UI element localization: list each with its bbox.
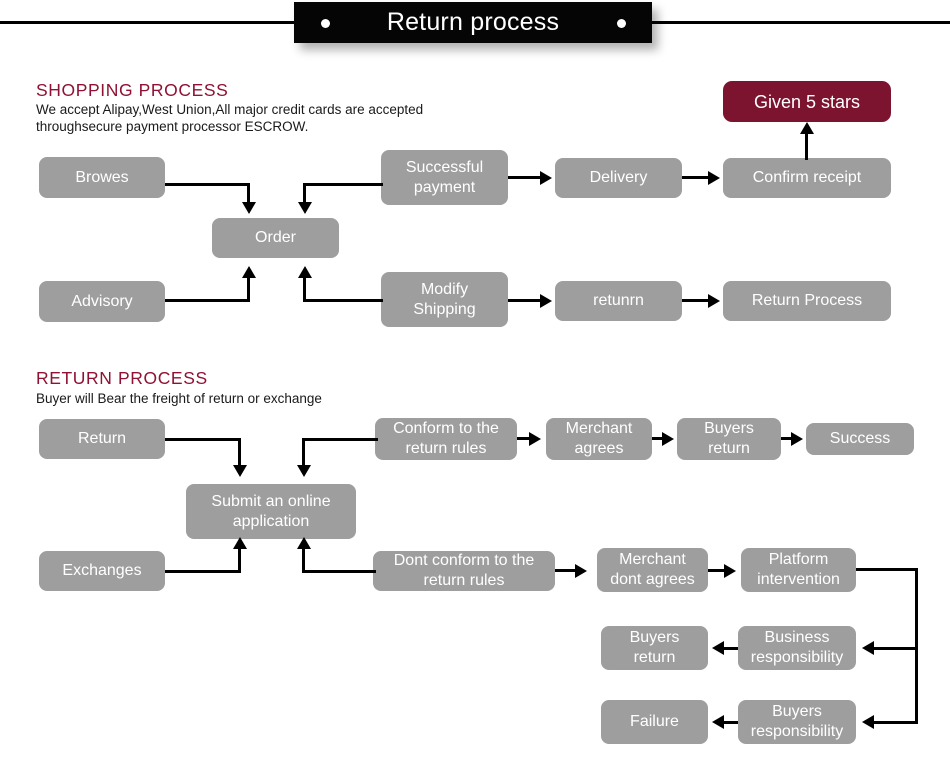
arrowhead-up-modify-to-order [298,266,312,278]
arrowhead-down-payment-to-order [298,202,312,214]
connector-merchant-to-platform [708,569,727,572]
arrowhead-right-retunrn-to-return-process [708,294,720,308]
node-success[interactable]: Success [806,423,914,455]
connector-conform-v [302,438,305,468]
arrowhead-left-bus-to-business [862,641,874,655]
node-advisory[interactable]: Advisory [39,281,165,322]
connector-return-h [165,438,241,441]
arrowhead-left-buyersresp-to-failure [712,715,724,729]
node-modify-shipping[interactable]: Modify Shipping [381,272,508,327]
connector-conform-to-merchant [517,437,532,440]
connector-payment-v [303,183,306,205]
shopping-process-heading: SHOPPING PROCESS [36,80,229,100]
node-confirm-receipt[interactable]: Confirm receipt [723,158,891,198]
node-return-process[interactable]: Return Process [723,281,891,321]
arrowhead-up-dontconform-to-submit [297,537,311,549]
arrowhead-right-modify-to-retunrn [540,294,552,308]
connector-return-v [238,438,241,468]
node-successful-payment[interactable]: Successful payment [381,150,508,205]
connector-exchanges-h [165,570,241,573]
connector-delivery-to-confirm [682,176,711,179]
arrowhead-right-payment-to-delivery [540,171,552,185]
connector-confirm-to-stars [805,128,808,160]
connector-platform-bus-h [856,568,918,571]
connector-modify-h [303,299,383,302]
connector-buyers-to-success [781,437,794,440]
arrowhead-down-conform-to-submit [297,465,311,477]
node-retunrn[interactable]: retunrn [555,281,682,321]
arrowhead-up-confirm-to-stars [800,122,814,134]
connector-dontconform-v [302,548,305,573]
page-title: Return process [386,8,560,36]
node-dont-conform-to-return-rules[interactable]: Dont conform to the return rules [373,551,555,591]
node-submit-online-application[interactable]: Submit an online application [186,484,356,539]
arrowhead-right-merchant-to-buyers [662,432,674,446]
node-exchanges[interactable]: Exchanges [39,551,165,591]
arrowhead-right-dontconform-to-merchant [575,564,587,578]
node-business-responsibility[interactable]: Business responsibility [738,626,856,670]
connector-platform-bus-v [915,568,918,721]
connector-advisory-h [165,299,250,302]
arrowhead-up-advisory-to-order [242,266,256,278]
arrowhead-left-bus-to-buyersresp [862,715,874,729]
node-platform-intervention[interactable]: Platform intervention [741,548,856,592]
connector-modify-to-retunrn [508,299,543,302]
connector-bus-to-buyersresp-h [872,721,918,724]
connector-payment-to-delivery [508,176,543,179]
arrowhead-up-exchanges-to-submit [233,537,247,549]
connector-modify-v [303,277,306,302]
node-merchant-agrees[interactable]: Merchant agrees [546,418,652,460]
shopping-process-subtitle: We accept Alipay,West Union,All major cr… [36,102,424,134]
return-process-subtitle: Buyer will Bear the freight of return or… [36,391,322,406]
connector-merchant-to-buyers [652,437,665,440]
node-buyers-responsibility[interactable]: Buyers responsibility [738,700,856,744]
connector-retunrn-to-return-process [682,299,711,302]
node-merchant-dont-agrees[interactable]: Merchant dont agrees [597,548,708,592]
arrowhead-right-conform-to-merchant [529,432,541,446]
connector-payment-h [303,183,383,186]
header-banner: Return process [294,2,652,43]
connector-browes-v [247,183,250,205]
connector-dontconform-h [302,570,376,573]
node-buyers-return-top[interactable]: Buyers return [677,418,781,460]
arrowhead-right-delivery-to-confirm [708,171,720,185]
node-order[interactable]: Order [212,218,339,258]
arrowhead-left-business-to-buyersreturn [712,641,724,655]
connector-browes-h [165,183,250,186]
bullet-dot-left-icon [321,19,330,28]
bullet-dot-right-icon [617,19,626,28]
node-failure[interactable]: Failure [601,700,708,744]
connector-dontconform-to-merchant [555,569,578,572]
arrowhead-down-browes-to-order [242,202,256,214]
arrowhead-right-buyers-to-success [791,432,803,446]
node-browes[interactable]: Browes [39,157,165,198]
node-buyers-return-mid[interactable]: Buyers return [601,626,708,670]
connector-business-to-buyersreturn [722,647,738,650]
connector-advisory-v [247,277,250,302]
connector-exchanges-v [238,548,241,573]
arrowhead-right-merchant-to-platform [724,564,736,578]
connector-buyersresp-to-failure [722,721,738,724]
node-conform-to-return-rules[interactable]: Conform to the return rules [375,418,517,460]
node-return[interactable]: Return [39,419,165,459]
node-given-5-stars[interactable]: Given 5 stars [723,81,891,122]
node-delivery[interactable]: Delivery [555,158,682,198]
connector-bus-to-business-h [872,647,918,650]
connector-conform-h [302,438,378,441]
return-process-heading: RETURN PROCESS [36,368,208,388]
arrowhead-down-return-to-submit [233,465,247,477]
